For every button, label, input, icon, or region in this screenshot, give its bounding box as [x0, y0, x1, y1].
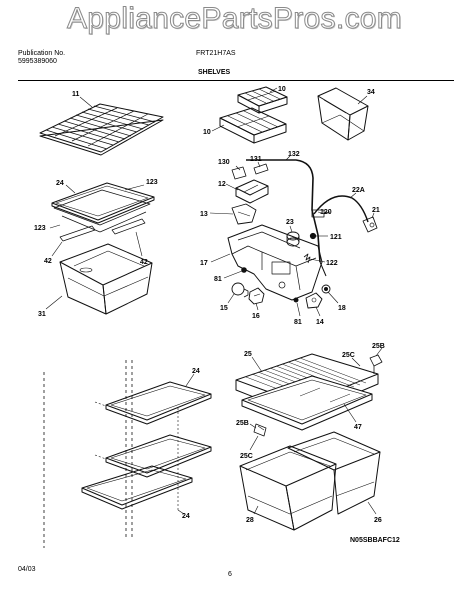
callout-12: 12	[218, 181, 226, 188]
callout-10-lower: 10	[203, 129, 211, 136]
callout-10-upper: 10	[278, 86, 286, 93]
callout-31: 31	[38, 311, 46, 318]
callout-21: 21	[372, 207, 380, 214]
section-title: SHELVES	[198, 69, 231, 76]
publication-number: 5995389060	[18, 58, 57, 65]
leader-24a	[65, 184, 76, 194]
wire-shelf-11	[39, 103, 164, 156]
cabinet-rails	[43, 360, 133, 548]
watermark: AppliancePartsPros.com	[66, 2, 403, 36]
crisper-drawer-26	[287, 431, 381, 515]
header-rule	[18, 80, 454, 81]
callout-18: 18	[338, 305, 346, 312]
callout-labels: 11 10 10 34 24 123 123 42 42 31 132 130 …	[34, 86, 385, 524]
callout-26: 26	[374, 517, 382, 524]
callout-23: 23	[286, 219, 294, 226]
thermostat-23	[286, 231, 300, 247]
clip-131	[253, 163, 269, 175]
callout-81-lower: 81	[294, 319, 302, 326]
callout-121: 121	[330, 234, 342, 241]
center-leaders	[209, 155, 375, 317]
screw-81-lower	[293, 297, 299, 303]
callout-16: 16	[252, 313, 260, 320]
callout-42-right: 42	[140, 259, 148, 266]
callout-130: 130	[218, 159, 230, 166]
callout-13: 13	[200, 211, 208, 218]
shelf-frame-123	[53, 189, 151, 233]
callout-42-left: 42	[44, 258, 52, 265]
callout-123-left: 123	[34, 225, 46, 232]
socket-16	[248, 287, 265, 305]
callout-28: 28	[246, 517, 254, 524]
leader-42a	[51, 241, 63, 257]
bottom-left-leaders	[177, 373, 195, 515]
ice-maker-housing-17	[227, 224, 323, 301]
callout-17: 17	[200, 260, 208, 267]
callout-15: 15	[220, 305, 228, 312]
ice-tray-upper-10	[237, 86, 288, 114]
shroud-13	[231, 203, 257, 225]
shelf-support-42	[59, 218, 146, 242]
water-line-22a	[313, 195, 369, 223]
crisper-glass-47	[241, 375, 373, 431]
glass-shelf-24-upper-left	[51, 182, 155, 224]
glass-shelf-24-b	[94, 434, 212, 478]
publication-label: Publication No.	[18, 50, 66, 57]
footer-date: 04/03	[18, 566, 36, 573]
bracket-130	[231, 166, 247, 180]
ice-bin-34	[317, 87, 369, 141]
ice-maker-cover-12	[235, 179, 269, 204]
glass-shelf-24-a	[94, 381, 212, 425]
spring-122	[303, 253, 311, 264]
cover-bracket-25b-right	[369, 354, 383, 374]
damper-14	[305, 292, 323, 309]
callout-24-shelf-bottom: 24	[182, 513, 190, 520]
leader-34	[357, 95, 368, 105]
callout-120: 120	[320, 209, 332, 216]
callout-11: 11	[72, 91, 80, 98]
lamp-15	[231, 282, 249, 298]
callout-25c-left: 25C	[240, 453, 253, 460]
callout-25b-left: 25B	[236, 420, 249, 427]
sensor-120	[311, 209, 331, 218]
screw-81-upper	[241, 267, 247, 273]
callout-24-shelf-top: 24	[192, 368, 200, 375]
leader-123a	[124, 184, 145, 191]
model-number: FRT21H7AS	[196, 50, 236, 57]
leader-10a	[269, 87, 278, 93]
footer-page: 6	[228, 571, 232, 578]
water-fitting-21	[362, 216, 378, 233]
crisper-pan-31	[59, 243, 153, 315]
callout-47: 47	[354, 424, 362, 431]
callout-81-upper: 81	[214, 276, 222, 283]
callout-25: 25	[244, 351, 252, 358]
diagram-code: N05SBBAFC12	[350, 537, 400, 544]
screw-121	[309, 232, 317, 240]
leader-42b	[135, 231, 143, 257]
leader-123b	[49, 224, 61, 229]
callout-131: 131	[250, 156, 262, 163]
leader-31	[45, 295, 63, 310]
callout-122: 122	[326, 260, 338, 267]
bottom-right-leaders	[249, 347, 383, 515]
callout-25c-right: 25C	[342, 352, 355, 359]
leader-10b	[211, 124, 225, 132]
callout-14: 14	[316, 319, 324, 326]
callout-34: 34	[367, 89, 375, 96]
callout-25b-right: 25B	[372, 343, 385, 350]
callout-24-upper: 24	[56, 180, 64, 187]
leader-11	[79, 96, 93, 108]
callout-22a: 22A	[352, 187, 365, 194]
callout-132: 132	[288, 151, 300, 158]
cover-bracket-25b-left	[253, 423, 267, 437]
glass-shelf-24-c	[81, 465, 193, 510]
callout-123-upper: 123	[146, 179, 158, 186]
ice-tray-lower-10	[219, 107, 287, 144]
crisper-drawer-28	[239, 445, 337, 531]
knob-18	[321, 284, 331, 294]
